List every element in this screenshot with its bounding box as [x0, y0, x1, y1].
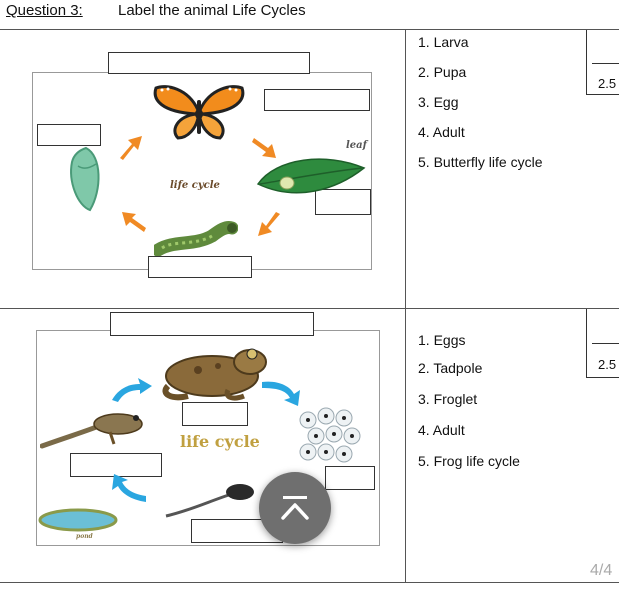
frog-cycle-label: life cycle — [180, 432, 260, 451]
frog-image — [162, 348, 267, 401]
list-item: 4. Adult — [418, 422, 465, 438]
marks-divider — [592, 343, 619, 344]
table-column-divider — [405, 29, 406, 583]
tadpole-image — [165, 484, 254, 518]
page-indicator: 4/4 — [590, 562, 613, 579]
pond-image — [38, 508, 118, 532]
scroll-to-top-button[interactable] — [259, 472, 331, 544]
chrysalis-image — [70, 146, 100, 212]
frog-adult-answer-box[interactable] — [182, 402, 248, 426]
frog-marks-box — [586, 309, 619, 378]
butterfly-options-list: 1. Larva 2. Pupa 3. Egg 4. Adult 5. Butt… — [418, 27, 543, 177]
table-row-divider — [0, 308, 619, 309]
question-number: Question 3: — [6, 2, 83, 19]
scroll-to-top-icon — [281, 496, 309, 520]
marks-divider — [592, 63, 619, 64]
butterfly-adult-answer-box[interactable] — [264, 89, 370, 111]
list-item: 1. Eggs — [418, 332, 466, 348]
frog-title-answer-box[interactable] — [110, 312, 314, 336]
froglet-image — [40, 413, 143, 449]
caterpillar-image — [154, 221, 238, 256]
leaf-image — [256, 158, 366, 194]
butterfly-egg-answer-box[interactable] — [315, 189, 371, 215]
butterfly-title-answer-box[interactable] — [108, 52, 310, 74]
butterfly-image — [153, 85, 245, 140]
list-item: 2. Tadpole — [418, 360, 483, 376]
arrow-icon — [112, 474, 146, 502]
butterfly-marks-box — [586, 30, 619, 95]
arrow-icon — [120, 136, 142, 160]
arrow-icon — [258, 212, 280, 236]
question-title: Label the animal Life Cycles — [118, 2, 306, 19]
pond-label: pond — [76, 533, 93, 540]
list-item: 5. Frog life cycle — [418, 453, 520, 469]
frog-eggs-image — [299, 407, 361, 463]
arrow-icon — [122, 212, 146, 232]
list-item: 5. Butterfly life cycle — [418, 154, 543, 170]
frog-marks: 2.5 — [598, 357, 617, 372]
arrow-icon — [112, 378, 152, 402]
list-item: 2. Pupa — [418, 64, 467, 80]
butterfly-larva-answer-box[interactable] — [148, 256, 252, 278]
frog-options-list: 1. Eggs 2. Tadpole 3. Froglet 4. Adult 5… — [418, 326, 520, 478]
arrow-icon — [252, 138, 276, 158]
butterfly-pupa-answer-box[interactable] — [37, 124, 101, 146]
frog-eggs-answer-box[interactable] — [325, 466, 375, 490]
leaf-label: leaf — [346, 140, 367, 151]
butterfly-marks: 2.5 — [598, 76, 617, 91]
butterfly-cycle-label: life cycle — [170, 180, 220, 191]
table-top-border — [0, 29, 619, 30]
list-item: 3. Egg — [418, 94, 459, 110]
arrow-icon — [262, 381, 300, 406]
table-bottom-border — [0, 582, 619, 583]
list-item: 3. Froglet — [418, 391, 478, 407]
list-item: 1. Larva — [418, 34, 469, 50]
list-item: 4. Adult — [418, 124, 465, 140]
